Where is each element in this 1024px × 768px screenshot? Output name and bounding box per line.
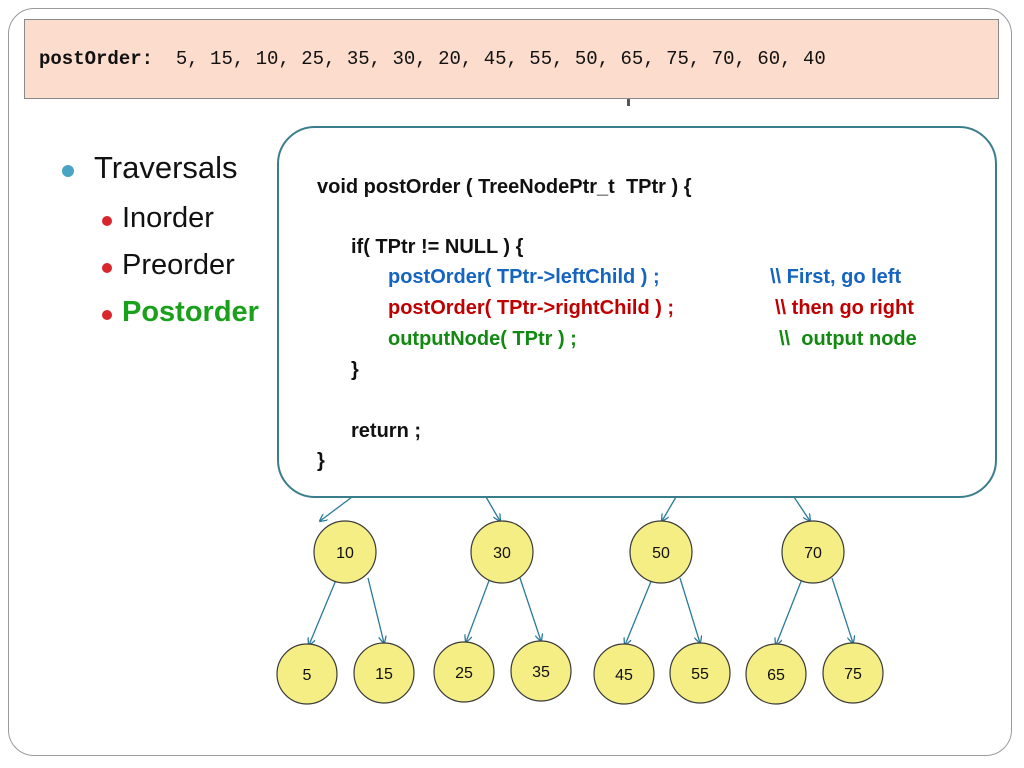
tree-edge [466,577,491,642]
code-right-comment: \\ then go right [775,297,914,319]
code-left-comment: \\ First, go left [770,266,902,288]
tree-node-65: 65 [745,643,807,705]
partial-edge-mark [627,92,630,106]
tree-node-25: 25 [433,641,495,703]
tree-edge [519,577,541,641]
tree-edge [831,577,853,643]
code-left-call: postOrder( TPtr->leftChild ) ; [388,266,660,288]
tree-node-75: 75 [822,642,884,704]
tree-edge [485,496,500,521]
postorder-spacer [153,48,176,70]
tree-node-45: 45 [593,643,655,705]
bullet-dot [62,165,74,177]
postorder-label: postOrder: [39,48,154,70]
code-output-call: outputNode( TPtr ) ; [388,328,577,350]
node-label: 50 [652,545,670,562]
tree-edge [793,496,810,521]
tree-edge [662,496,677,521]
node-label: 10 [336,545,354,562]
code-right-call: postOrder( TPtr->rightChild ) ; [388,297,675,319]
node-label: 25 [455,665,473,682]
bullet-text: Traversals [94,150,238,185]
postorder-result-bar: postOrder: 5, 15, 10, 25, 35, 30, 20, 45… [24,19,999,99]
tree-node-30: 30 [470,520,534,584]
tree-node-70: 70 [781,520,845,584]
postorder-sequence: 5, 15, 10, 25, 35, 30, 20, 45, 55, 50, 6… [175,48,826,70]
node-label: 45 [615,667,633,684]
bullet-text: Inorder [122,202,214,234]
tree-edge [679,577,700,643]
bullet-dot [102,263,112,273]
tree-edge [367,577,384,643]
bullet-dot [102,310,112,320]
tree-edge [320,496,353,521]
node-label: 35 [532,664,550,681]
code-if-line: if( TPtr != NULL ) { [351,236,524,258]
tree-edge [625,578,653,645]
node-label: 75 [844,666,862,683]
tree-edge [776,578,803,645]
node-label: 15 [375,666,393,683]
bullet-text: Postorder [122,296,259,328]
node-label: 70 [804,545,822,562]
tree-node-35: 35 [510,640,572,702]
code-callout: void postOrder ( TreeNodePtr_t TPtr ) { … [277,126,997,498]
code-close-function: } [317,450,325,472]
node-label: 30 [493,545,511,562]
code-output-comment: \\ output node [779,328,917,350]
node-label: 65 [767,667,785,684]
code-return: return ; [351,420,421,442]
node-label: 5 [303,667,312,684]
bullet-text: Preorder [122,249,235,281]
tree-node-10: 10 [313,520,377,584]
code-close-if: } [351,359,359,381]
tree-node-55: 55 [669,642,731,704]
tree-node-15: 15 [353,642,415,704]
code-signature: void postOrder ( TreeNodePtr_t TPtr ) { [317,176,692,198]
bullet-dot [102,216,112,226]
tree-edge [309,579,337,645]
tree-node-5: 5 [276,643,338,705]
node-label: 55 [691,666,709,683]
tree-node-50: 50 [629,520,693,584]
